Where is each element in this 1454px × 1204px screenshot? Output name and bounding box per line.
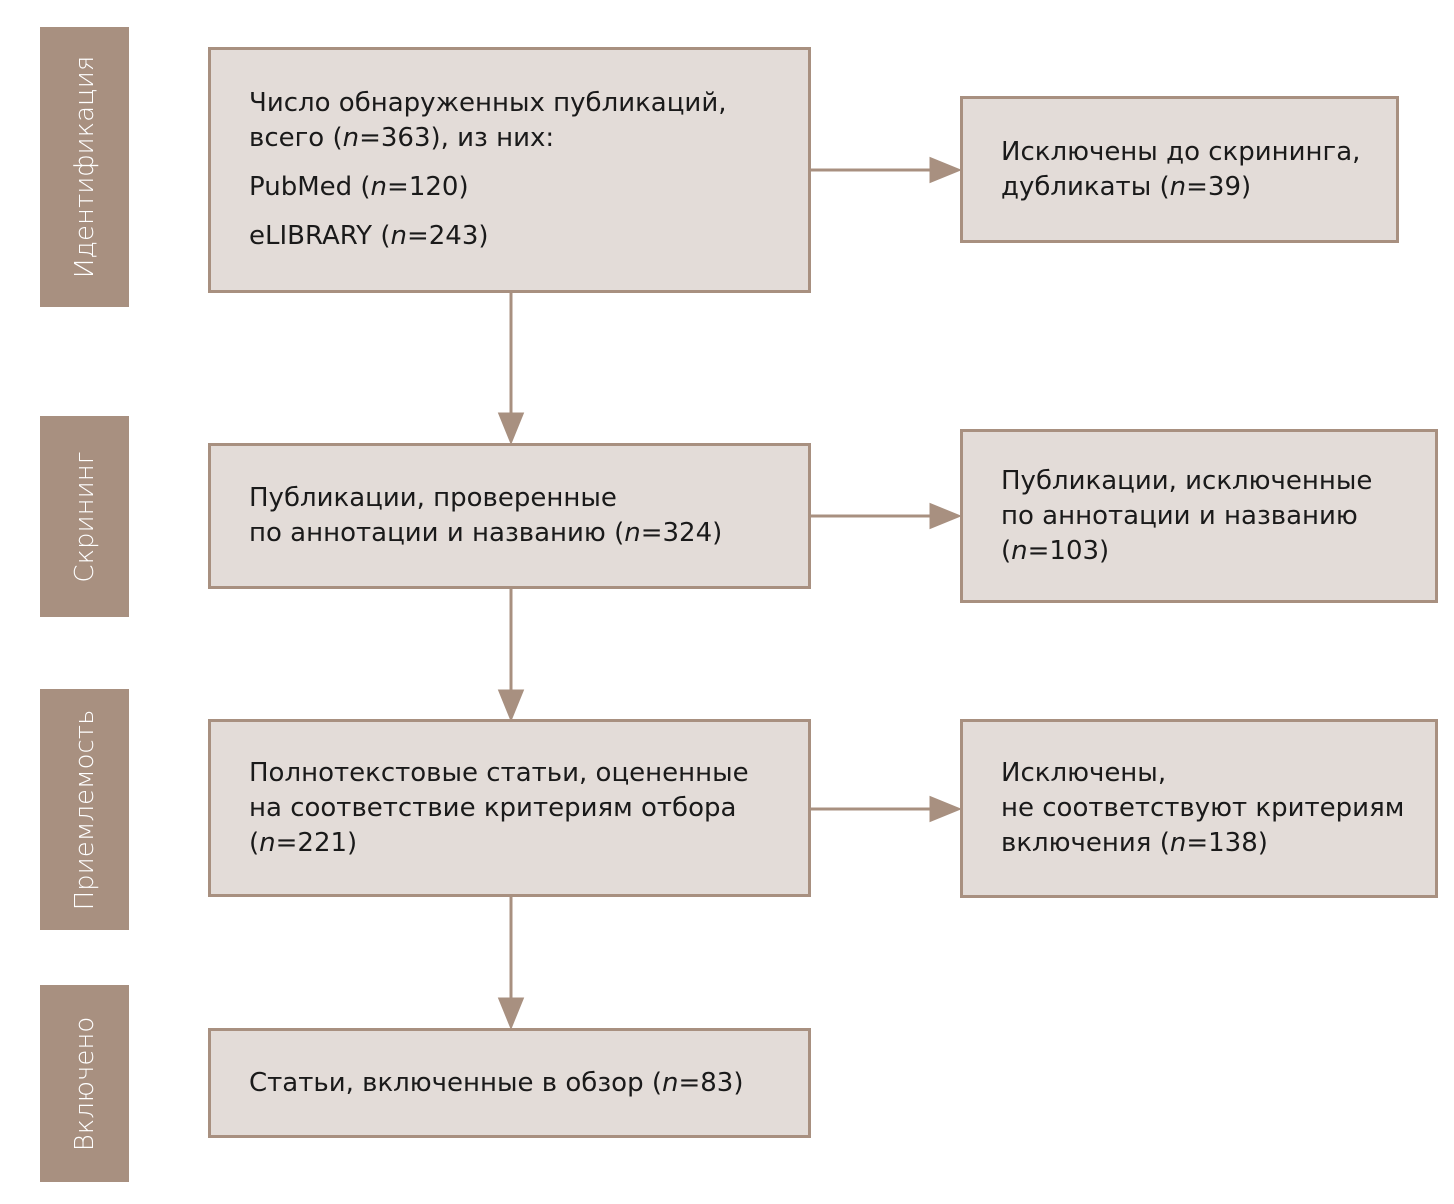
arrowhead [497,412,525,445]
text-line: Полнотекстовые статьи, оцененные [249,757,749,788]
stage-screening: Скрининг [40,416,129,617]
arrowhead [497,689,525,722]
text-line: PubMed (n=120) [249,172,469,202]
box-screened: Публикации, проверенные по аннотации и н… [208,443,811,589]
text-line: на соответствие критериям отбора [249,792,737,823]
text-line: Исключены, [1001,758,1167,788]
text-line: (n=221) [249,827,358,858]
box-screen-excluded: Публикации, исключенные по аннотации и н… [960,429,1438,603]
text-line: Исключены до скрининга, [1001,136,1361,167]
text-line: всего (n=363), из них: [249,123,555,153]
box-fulltext-excluded: Исключены, не соответствуют критериям вк… [960,719,1438,898]
text-line: по аннотации и названию [1001,500,1358,531]
text-line: Публикации, проверенные [249,483,617,513]
stage-eligibility: Приемлемость [40,689,129,930]
arrowhead [929,156,962,184]
box-fulltext: Полнотекстовые статьи, оцененные на соот… [208,719,811,897]
arrowhead [929,795,962,823]
box-duplicates: Исключены до скрининга, дубликаты (n=39) [960,96,1399,243]
box-included: Статьи, включенные в обзор (n=83) [208,1028,811,1138]
text-line: Число обнаруженных публикаций, [249,88,727,118]
stage-identification: Идентификация [40,27,129,307]
arrowhead [929,502,962,530]
text-line: включения (n=138) [1001,828,1268,858]
text-line: Статьи, включенные в обзор (n=83) [249,1067,744,1098]
box-identified: Число обнаруженных публикаций, всего (n=… [208,47,811,293]
text-line: eLIBRARY (n=243) [249,221,489,251]
text-line: по аннотации и названию (n=324) [249,518,723,548]
text-line: не соответствуют критериям [1001,793,1405,823]
text-line: Публикации, исключенные [1001,465,1373,496]
text-line: (n=103) [1001,535,1110,566]
text-line: дубликаты (n=39) [1001,171,1252,202]
arrowhead [497,997,525,1030]
stage-included: Включено [40,985,129,1182]
